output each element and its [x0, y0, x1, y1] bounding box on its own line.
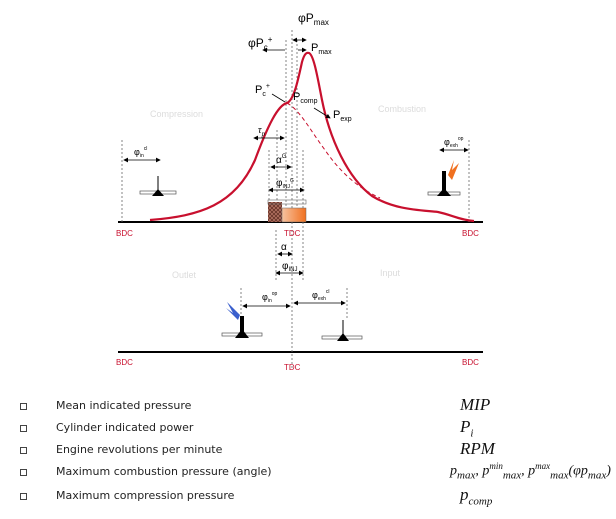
param-label: Engine revolutions per minute	[56, 443, 223, 456]
alpha-g-label: αG	[276, 154, 287, 166]
param-symbol: RPM	[460, 439, 495, 458]
param-label: Maximum combustion pressure (angle)	[56, 465, 272, 478]
phi-inj-label: φINJ	[282, 261, 297, 273]
exhaust-flame-icon	[448, 160, 459, 180]
inlet-opening-valve-icon	[221, 302, 263, 338]
pressure-curve	[149, 51, 475, 223]
tdc-bottom-label: TDC	[284, 363, 301, 372]
tau-label: τp	[258, 125, 266, 138]
param-symbol: pcomp	[460, 485, 493, 508]
checkbox-bullet-icon	[20, 425, 27, 432]
outlet-label: Outlet	[172, 270, 197, 280]
param-symbol: pmax, pminmax, pmaxmax(φpmax)	[450, 461, 611, 482]
phi-exh-cl-label: φexhcl	[312, 289, 330, 302]
bdc-right-top-label: BDC	[462, 229, 479, 238]
compression-dashed-curve	[286, 102, 381, 199]
pexp-label: Pexp	[333, 109, 352, 123]
inlet-closing-valve-icon	[139, 176, 177, 196]
param-symbol: Pi	[460, 417, 474, 440]
list-item: Maximum compression pressure pcomp	[0, 485, 616, 509]
list-item: Cylinder indicated power Pi	[0, 417, 616, 441]
phi-in-cl-label: φincl	[134, 146, 147, 159]
injection-outline	[267, 199, 307, 205]
bdc-left-bottom-label: BDC	[116, 358, 133, 367]
alpha-label: α	[281, 242, 287, 253]
pc-leader	[271, 93, 286, 103]
bdc-right-bottom-label: BDC	[462, 358, 479, 367]
injection-hatch-block	[268, 202, 282, 222]
engine-cycle-diagram: Compression Combustion Outlet Input	[116, 11, 483, 372]
param-label: Cylinder indicated power	[56, 421, 194, 434]
compression-label: Compression	[150, 109, 203, 119]
pmax-label: Pmax	[311, 42, 332, 56]
inlet-flame-icon	[226, 302, 240, 320]
combustion-label: Combustion	[378, 104, 426, 114]
param-label: Maximum compression pressure	[56, 489, 235, 502]
phi-exh-op-label: φexhop	[444, 136, 464, 149]
checkbox-bullet-icon	[20, 447, 27, 454]
exhaust-closing-valve-icon	[321, 320, 363, 341]
checkbox-bullet-icon	[20, 469, 27, 476]
list-item: Maximum combustion pressure (angle) pmax…	[0, 461, 616, 485]
phi-inj-g-label: φINJG	[276, 178, 294, 190]
pcomp-label: Pcomp	[293, 91, 318, 105]
phi-pc-label: φPc+	[248, 35, 273, 52]
input-label: Input	[380, 268, 401, 278]
param-symbol: MIP	[460, 395, 491, 414]
checkbox-bullet-icon	[20, 493, 27, 500]
phi-pmax-label: φPmax	[298, 11, 329, 27]
injection-block	[281, 207, 307, 223]
bdc-left-top-label: BDC	[116, 229, 133, 238]
exhaust-opening-valve-icon	[427, 160, 461, 196]
list-item: Mean indicated pressure MIP	[0, 395, 616, 419]
phi-in-op-label: φinop	[262, 291, 278, 304]
checkbox-bullet-icon	[20, 403, 27, 410]
param-label: Mean indicated pressure	[56, 399, 192, 412]
list-item: Engine revolutions per minute RPM	[0, 439, 616, 463]
pc-label: Pc+	[255, 83, 270, 98]
pexp-leader	[313, 107, 331, 119]
tdc-top-label: TDC	[284, 229, 301, 238]
